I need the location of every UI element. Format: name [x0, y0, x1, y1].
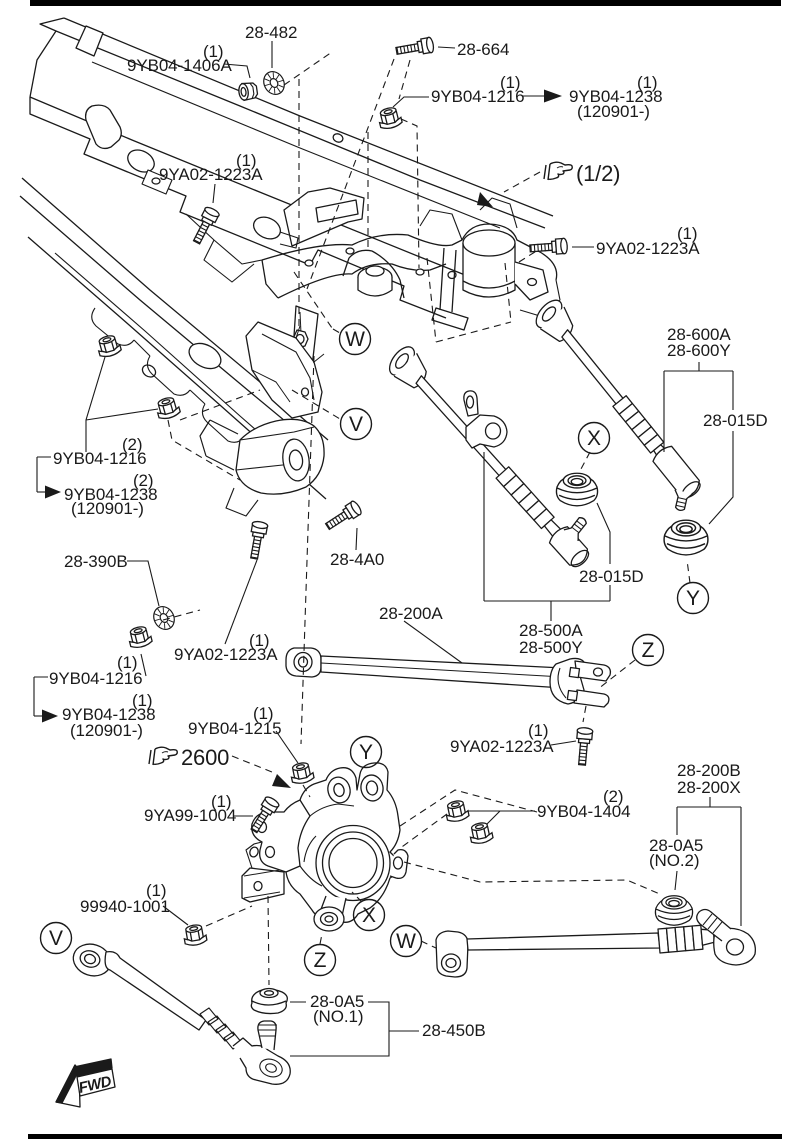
svg-text:28-600A: 28-600A — [667, 325, 731, 344]
svg-text:W: W — [396, 930, 416, 953]
svg-text:9YB04-1238: 9YB04-1238 — [64, 485, 158, 504]
svg-text:9YA02-1223A: 9YA02-1223A — [159, 165, 263, 184]
svg-text:W: W — [345, 328, 365, 351]
svg-text:Z: Z — [314, 949, 327, 972]
svg-text:28-500Y: 28-500Y — [519, 638, 583, 657]
svg-text:9YB04-1238: 9YB04-1238 — [62, 705, 156, 724]
svg-text:28-450B: 28-450B — [422, 1021, 486, 1040]
svg-text:28-4A0: 28-4A0 — [330, 550, 384, 569]
svg-text:(NO.2): (NO.2) — [649, 851, 699, 870]
svg-text:9YB04-1404: 9YB04-1404 — [537, 802, 631, 821]
svg-text:(2): (2) — [603, 787, 623, 806]
svg-text:28-600Y: 28-600Y — [667, 341, 731, 360]
svg-text:(1): (1) — [117, 653, 137, 672]
svg-text:28-015D: 28-015D — [703, 411, 768, 430]
svg-text:(1): (1) — [637, 73, 657, 92]
svg-text:V: V — [49, 927, 63, 950]
svg-text:9YB04-1216: 9YB04-1216 — [53, 449, 147, 468]
svg-text:X: X — [362, 904, 376, 927]
svg-text:X: X — [587, 427, 601, 450]
svg-text:28-390B: 28-390B — [64, 552, 128, 571]
svg-text:28-0A5: 28-0A5 — [310, 992, 364, 1011]
svg-text:Y: Y — [359, 741, 373, 764]
svg-text:28-0A5: 28-0A5 — [649, 836, 703, 855]
svg-text:28-482: 28-482 — [245, 23, 297, 42]
svg-text:(120901-): (120901-) — [577, 102, 650, 121]
svg-text:(1): (1) — [528, 721, 548, 740]
svg-text:9YB04-1215: 9YB04-1215 — [188, 719, 282, 738]
svg-text:(1): (1) — [236, 151, 256, 170]
svg-text:(120901-): (120901-) — [70, 721, 143, 740]
svg-text:(1): (1) — [253, 704, 273, 723]
svg-text:28-500A: 28-500A — [519, 621, 583, 640]
svg-text:(2): (2) — [122, 435, 142, 454]
svg-text:(1): (1) — [203, 42, 223, 61]
svg-text:Y: Y — [686, 587, 700, 610]
svg-text:9YA99-1004: 9YA99-1004 — [144, 806, 236, 825]
svg-text:28-200B: 28-200B — [677, 761, 741, 780]
svg-text:(2): (2) — [133, 471, 153, 490]
svg-text:(1): (1) — [249, 631, 269, 650]
svg-text:9YA02-1223A: 9YA02-1223A — [450, 737, 554, 756]
svg-text:28-015D: 28-015D — [579, 567, 644, 586]
svg-text:V: V — [349, 413, 363, 436]
svg-text:9YA02-1223A: 9YA02-1223A — [174, 645, 278, 664]
svg-text:28-200A: 28-200A — [379, 604, 443, 623]
svg-text:9YB04-1216: 9YB04-1216 — [49, 669, 143, 688]
svg-text:Z: Z — [642, 639, 655, 662]
svg-text:9YB04-1406A: 9YB04-1406A — [127, 56, 233, 75]
svg-text:28-664: 28-664 — [457, 40, 509, 59]
svg-text:(1): (1) — [146, 881, 166, 900]
svg-text:(120901-): (120901-) — [71, 499, 144, 518]
svg-text:9YB04-1216: 9YB04-1216 — [431, 87, 525, 106]
svg-text:9YB04-1238: 9YB04-1238 — [569, 87, 663, 106]
svg-text:(1/2): (1/2) — [576, 161, 620, 186]
svg-text:(1): (1) — [677, 224, 697, 243]
svg-text:(1): (1) — [211, 792, 231, 811]
svg-text:99940-1001: 99940-1001 — [80, 897, 170, 916]
svg-text:2600: 2600 — [181, 745, 229, 770]
svg-text:28-200X: 28-200X — [677, 778, 741, 797]
svg-text:(1): (1) — [500, 73, 520, 92]
svg-text:(NO.1): (NO.1) — [313, 1007, 363, 1026]
svg-text:9YA02-1223A: 9YA02-1223A — [596, 239, 700, 258]
svg-text:(1): (1) — [132, 691, 152, 710]
